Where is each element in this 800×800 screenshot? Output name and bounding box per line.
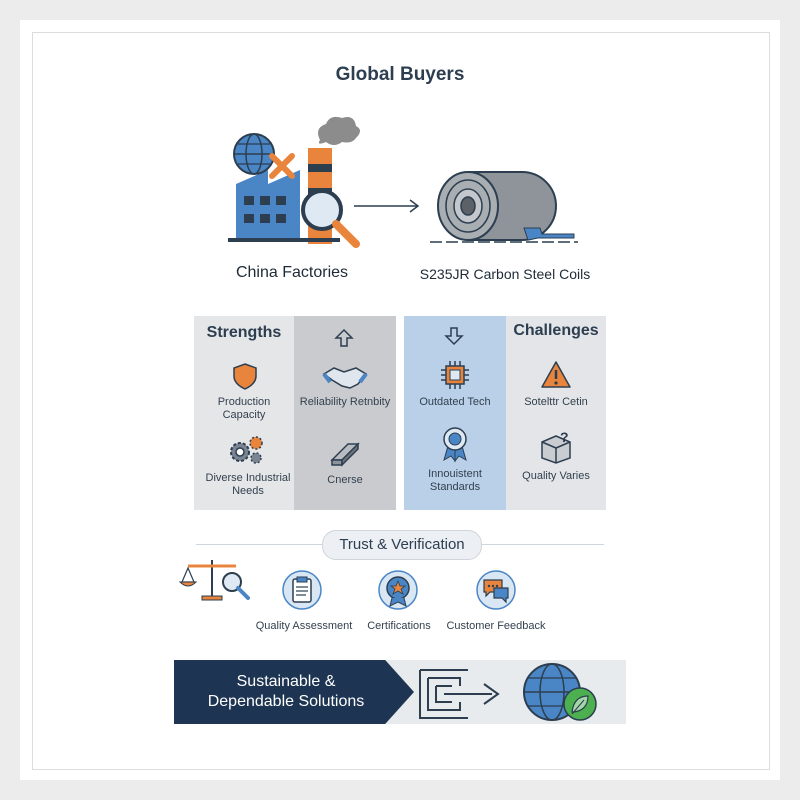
card [20,20,780,780]
box-question-icon: ? [541,429,571,464]
challenges-heading: Challenges [513,322,599,339]
trust-item: Quality Assessment [255,620,353,632]
challenge-item: Innouistent Standards [428,468,482,493]
banner-line-2: Dependable Solutions [207,693,365,710]
challenges-panel-alt [506,316,606,510]
strength-item: Diverse Industrial Needs [205,472,291,497]
product-label: S235JR Carbon Steel Coils [419,266,591,282]
challenge-item: Quality Varies [522,470,590,482]
award-icon [443,427,467,463]
challenge-item: Sotelttr Cetin [524,396,588,408]
steel-coil-icon [430,171,578,243]
shield-icon [233,363,257,390]
trust-heading: Trust & Verification [322,530,482,560]
trust-item: Customer Feedback [446,620,546,632]
clipboard-icon [282,570,322,610]
strengths-panel-alt [294,316,396,510]
source-label: China Factories [235,264,349,281]
steel-beam-icon [330,442,360,467]
maze-arrow-icon [419,669,500,719]
strengths-panel [194,316,294,510]
strengths-heading: Strengths [206,324,282,341]
warning-icon [541,361,571,388]
challenge-item: Outdated Tech [419,396,491,408]
badge-icon [378,570,418,610]
divider-right [480,544,604,545]
arrow-up-icon [334,328,354,347]
card-frame [32,32,770,770]
scales-icon [178,560,250,601]
magnifier-icon [301,189,360,248]
page-title: Global Buyers [335,64,465,85]
challenges-panel [404,316,506,510]
trust-item: Certifications [367,620,431,632]
globe-icon [233,133,275,175]
handshake-icon [322,367,368,389]
svg-text:?: ? [560,429,569,445]
strength-item: Reliability Retnbity [299,396,391,408]
x-mark-icon [269,153,295,179]
strength-item: Cnerse [327,474,363,486]
banner-line-1: Sustainable & [236,673,336,690]
gears-icon [230,436,263,464]
eco-globe-icon [523,663,597,721]
chip-icon [441,361,469,389]
arrow-right-icon [354,199,420,213]
factory-icon [228,116,360,244]
banner-arrow [174,660,414,724]
banner-text: Sustainable & Dependable Solutions [186,672,386,712]
strength-item: Production Capacity [217,396,271,421]
chat-icon [476,570,516,610]
arrow-down-icon [444,327,464,346]
divider-left [196,544,322,545]
